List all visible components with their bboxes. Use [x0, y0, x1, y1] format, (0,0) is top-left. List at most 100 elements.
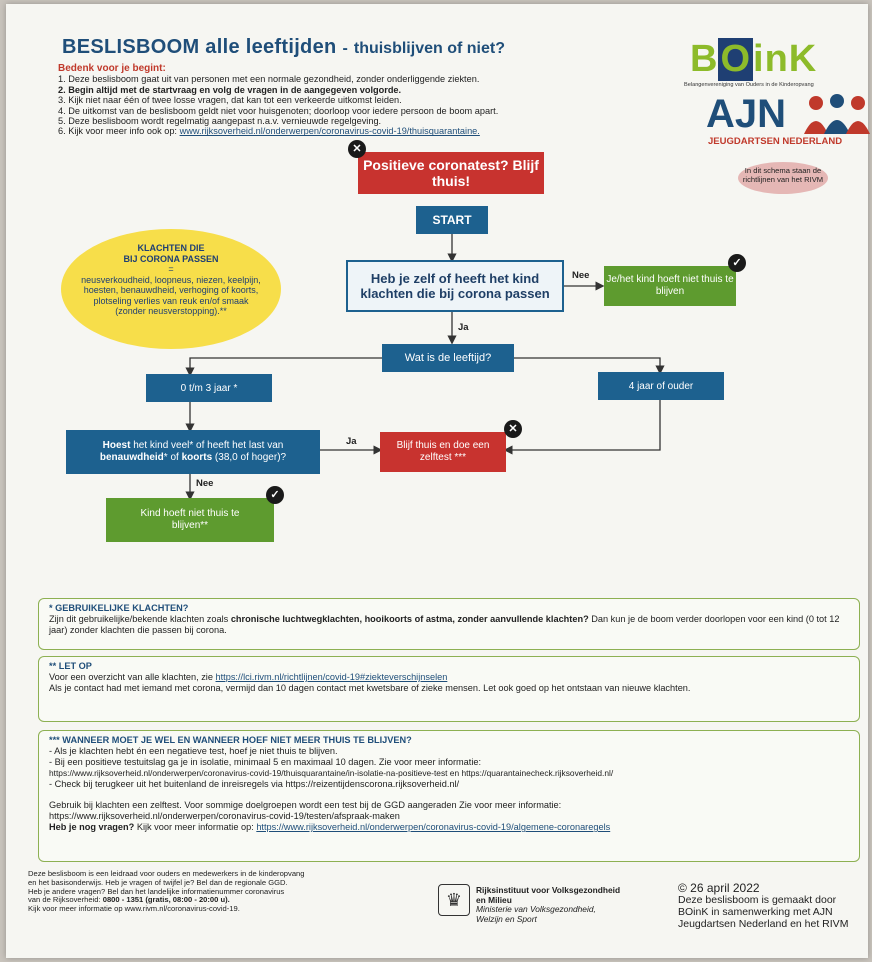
travel-rules-text: - Check bij terugkeer uit het buitenland…	[49, 779, 460, 789]
note-usual-complaints: * GEBRUIKELIJKE KLACHTEN? Zijn dit gebru…	[38, 598, 860, 650]
age-0-3-box: 0 t/m 3 jaar *	[146, 374, 272, 402]
note-body: Zijn dit gebruikelijke/bekende klachten …	[49, 614, 849, 636]
ministry-name: Ministerie van Volksgezondheid,	[476, 904, 596, 915]
note-text: Dan kun je de boom verder doorlopen voor…	[49, 614, 840, 635]
test-appointment-link[interactable]: https://www.rijksoverheid.nl/onderwerpen…	[49, 811, 400, 821]
rivm-name: Rijksinstituut voor Volksgezondheid	[476, 885, 621, 895]
publication-date: © 26 april 2022	[678, 881, 760, 895]
people-icon	[804, 94, 870, 134]
check-icon: ✓	[728, 254, 746, 272]
note-text: Zijn dit gebruikelijke/bekende klachten …	[49, 614, 231, 624]
note-text: Gebruik bij klachten een zelftest. Voor …	[49, 800, 562, 810]
note-heading: * GEBRUIKELIJKE KLACHTEN?	[49, 603, 189, 613]
note-heading: *** WANNEER MOET JE WEL EN WANNEER HOEF …	[49, 735, 412, 745]
complaints-heading: KLACHTEN DIE	[137, 243, 205, 253]
phone-number: 0800 - 1351 (gratis, 08:00 - 20:00 u).	[102, 895, 230, 905]
intro-heading: Bedenk voor je begint:	[58, 63, 166, 74]
footer-credit: © 26 april 2022 Deze beslisboom is gemaa…	[678, 882, 868, 930]
intro-item: 1. Deze beslisboom gaat uit van personen…	[58, 74, 480, 85]
fever-bold: koorts	[181, 452, 213, 463]
close-icon: ✕	[348, 140, 366, 158]
title-main: BESLISBOOM alle leeftijden	[62, 36, 337, 58]
intro-link[interactable]: www.rijksoverheid.nl/onderwerpen/coronav…	[179, 126, 480, 137]
note-text: Heb je nog vragen? Kijk voor meer inform…	[49, 822, 849, 833]
yes-label: Ja	[458, 322, 469, 333]
symptoms-link[interactable]: https://lci.rivm.nl/richtlijnen/covid-19…	[215, 672, 448, 682]
positive-test-box: Positieve coronatest? Blijf thuis!	[358, 152, 544, 194]
ajn-wordmark: AJN	[706, 92, 787, 136]
footer-text: Deze beslisboom is een leidraad voor oud…	[28, 869, 305, 878]
no-label: Nee	[572, 270, 590, 281]
note-text: Voor een overzicht van alle klachten, zi…	[49, 672, 213, 682]
intro-item: 3. Kijk niet naar één of twee losse vrag…	[58, 95, 402, 106]
ministry-name: Welzijn en Sport	[476, 913, 537, 924]
title-separator: -	[342, 40, 348, 57]
age-question-box: Wat is de leeftijd?	[382, 344, 514, 372]
rijksoverheid-emblem-icon: ♛	[438, 884, 470, 916]
spacer	[49, 790, 849, 800]
boink-letter-b: B	[690, 38, 719, 80]
boink-logo: BOinK Belangenvereniging van Ouders in d…	[684, 38, 870, 88]
intro-item: 5. Deze beslisboom wordt regelmatig aang…	[58, 116, 382, 127]
intro-item: 4. De uitkomst van de beslisboom geldt n…	[58, 105, 499, 116]
footer-text: van de Rijksoverheid: 0800 - 1351 (grati…	[28, 895, 408, 905]
cough-question-text: Hoest het kind veel* of heeft het last v…	[74, 440, 312, 464]
footer-text: Kijk voor meer informatie op www.rivm.nl…	[28, 904, 240, 914]
ajn-logo: AJN JEUGDARTSEN NEDERLAND	[706, 92, 872, 152]
kid-no-stay-box: Kind hoeft niet thuis te blijven**	[106, 498, 274, 542]
no-need-stay-home-box: Je/het kind hoeft niet thuis te blijven	[604, 266, 736, 306]
note-text: Kijk voor meer informatie op:	[134, 822, 254, 832]
intro-instructions: Bedenk voor je begint: 1. Deze beslisboo…	[58, 63, 628, 137]
cough-text: (38,0 of hoger)?	[212, 452, 287, 463]
cough-text: * of	[163, 452, 182, 463]
boink-letters-ink: inK	[753, 38, 818, 80]
footer-text: van de Rijksoverheid:	[28, 895, 103, 905]
intro-item6-prefix: 6. Kijk voor meer info ook op:	[58, 126, 177, 137]
rivm-footer: Rijksinstituut voor Volksgezondheid en M…	[476, 885, 656, 924]
credit-text: BOinK in samenwerking met AJN	[678, 906, 833, 918]
note-body: Voor een overzicht van alle klachten, zi…	[49, 672, 849, 683]
credit-text: Deze beslisboom is gemaakt door	[678, 894, 837, 906]
age-4-plus-box: 4 jaar of ouder	[598, 372, 724, 400]
note-text: - Als je klachten hebt én een negatieve …	[49, 746, 338, 756]
footer-text: Heb je andere vragen? Bel dan het landel…	[28, 886, 285, 896]
isolation-links[interactable]: https://www.rijksoverheid.nl/onderwerpen…	[49, 768, 614, 778]
rivm-guideline-note: In dit schema staan de richtlijnen van h…	[738, 162, 828, 194]
complaints-list: neusverkoudheid, loopneus, niezen, keelp…	[81, 274, 261, 317]
boink-letter-o: O	[718, 38, 754, 81]
intro-item: 2. Begin altijd met de startvraag en vol…	[58, 84, 402, 95]
note-text: - Bij een positieve testuitslag ga je in…	[49, 757, 482, 767]
ajn-subtitle: JEUGDARTSEN NEDERLAND	[708, 136, 843, 147]
questions-bold: Heb je nog vragen?	[49, 822, 135, 832]
equals-sign: =	[168, 264, 174, 274]
note-when-stay-home: *** WANNEER MOET JE WEL EN WANNEER HOEF …	[38, 730, 860, 862]
note-attention: ** LET OP Voor een overzicht van alle kl…	[38, 656, 860, 722]
close-icon: ✕	[504, 420, 522, 438]
title-sub: thuisblijven of niet?	[353, 40, 505, 57]
page-title: BESLISBOOM alle leeftijden-thuisblijven …	[62, 36, 505, 59]
boink-subtitle: Belangenvereniging van Ouders in de Kind…	[684, 82, 814, 88]
corona-rules-link[interactable]: https://www.rijksoverheid.nl/onderwerpen…	[256, 822, 611, 832]
intro-item: 6. Kijk voor meer info ook op: www.rijks…	[58, 126, 628, 136]
check-icon: ✓	[266, 486, 284, 504]
corona-complaints-oval: KLACHTEN DIE BIJ CORONA PASSEN = neusver…	[61, 229, 281, 349]
yes-label: Ja	[346, 436, 357, 447]
complaints-heading: BIJ CORONA PASSEN	[123, 253, 219, 264]
stay-home-selftest-box: Blijf thuis en doe een zelftest ***	[380, 432, 506, 472]
document-page: BESLISBOOM alle leeftijden-thuisblijven …	[6, 4, 870, 958]
breath-bold: benauwdheid	[99, 452, 164, 463]
rivm-name: en Milieu	[476, 894, 512, 905]
note-bold: chronische luchtwegklachten, hooikoorts …	[230, 614, 589, 624]
cough-question-box: Hoest het kind veel* of heeft het last v…	[66, 430, 320, 474]
credit-text: Jeugdartsen Nederland en het RIVM	[678, 918, 849, 930]
no-label: Nee	[196, 478, 214, 489]
cough-bold: Hoest	[102, 440, 131, 451]
flow-connectors	[185, 234, 665, 501]
start-box: START	[416, 206, 488, 234]
cough-text: het kind veel* of heeft het last van	[130, 440, 284, 451]
complaints-question-box: Heb je zelf of heeft het kind klachten d…	[346, 260, 564, 312]
boink-wordmark: BOinK	[690, 38, 817, 81]
footer-left: Deze beslisboom is een leidraad voor oud…	[28, 869, 408, 914]
note-text: Als je contact had met iemand met corona…	[49, 683, 691, 693]
footer-text: en het basisonderwijs. Heb je vragen of …	[28, 877, 288, 887]
